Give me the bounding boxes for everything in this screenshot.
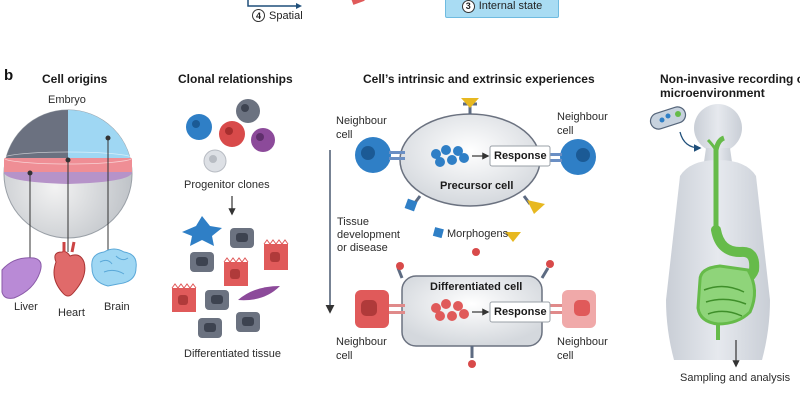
spatial-number: 4: [252, 9, 265, 22]
morphogen-dot-icon: [472, 248, 480, 256]
clonal-relationships-title: Clonal relationships: [178, 72, 293, 86]
title-line-1: Non-invasive recording of: [660, 72, 800, 86]
spatial-legend: 4 Spatial: [252, 9, 303, 22]
neighbour-word: Neighbour: [557, 111, 608, 123]
experiences-title: Cell’s intrinsic and extrinsic experienc…: [363, 72, 595, 86]
neighbour-label-top-left: Neighbour cell: [336, 114, 387, 142]
differentiated-tissue-label: Differentiated tissue: [184, 348, 282, 360]
tissue-line-3: or disease: [337, 242, 388, 254]
bacterium-icon: [649, 106, 687, 130]
morphogens-label: Morphogens: [447, 228, 509, 240]
neighbour-word: Neighbour: [336, 115, 387, 127]
tissue-line-1: Tissue: [337, 216, 369, 228]
morphogen-triangle-icon: [505, 232, 521, 242]
differentiated-tissue-cells: [171, 216, 289, 338]
neighbour-cell-top-left: [355, 137, 405, 173]
cell-word: cell: [557, 125, 574, 137]
non-invasive-title: Non-invasive recording of microenvironme…: [660, 72, 800, 100]
neighbour-label-bottom-right: Neighbour cell: [557, 335, 608, 363]
title-line-2: microenvironment: [660, 86, 765, 100]
neighbour-cell-bottom-left: [355, 290, 405, 328]
morphogen-square-icon: [432, 227, 444, 239]
response-box-bottom: [489, 301, 551, 323]
response-top-label: Response: [494, 150, 547, 162]
internal-state-label: Internal state: [478, 0, 543, 12]
progenitor-clones: [186, 99, 275, 173]
internal-state-number: 3: [461, 0, 475, 13]
embryo-label: Embryo: [48, 94, 86, 106]
heart-icon: [53, 241, 86, 297]
neighbour-cell-bottom-right: [542, 290, 596, 328]
response-box-top: [489, 145, 551, 167]
cell-origins-title: Cell origins: [42, 72, 108, 86]
liver-label: Liver: [14, 301, 38, 313]
organ-pointers: [27, 135, 111, 258]
precursor-cell-label: Precursor cell: [440, 180, 514, 192]
digestive-tract-icon: [696, 135, 760, 340]
neighbour-label-bottom-left: Neighbour cell: [336, 335, 387, 363]
precursor-signals: [431, 145, 469, 167]
brain-icon: [91, 248, 137, 287]
cell-word: cell: [336, 350, 353, 362]
tissue-development-label: Tissue development or disease: [337, 216, 400, 255]
liver-icon: [1, 257, 42, 299]
sampling-label: Sampling and analysis: [680, 372, 791, 384]
spatial-connector: [247, 0, 300, 7]
cell-word: cell: [557, 350, 574, 362]
cell-word: cell: [336, 129, 353, 141]
red-fragment: [350, 0, 365, 5]
tissue-line-2: development: [337, 229, 400, 241]
neighbour-label-top-right: Neighbour cell: [557, 110, 608, 138]
differentiated-signals: [431, 299, 469, 321]
neighbour-word: Neighbour: [336, 336, 387, 348]
spatial-label: Spatial: [269, 9, 303, 22]
brain-label: Brain: [104, 301, 130, 313]
internal-state-box: 3 Internal state: [445, 0, 559, 18]
progenitor-clones-label: Progenitor clones: [184, 179, 270, 191]
heart-label: Heart: [58, 307, 85, 319]
neighbour-cell-top-right: [540, 139, 596, 175]
panel-label: b: [4, 67, 14, 84]
neighbour-word: Neighbour: [557, 336, 608, 348]
response-bottom-label: Response: [494, 306, 547, 318]
differentiated-cell-label: Differentiated cell: [430, 281, 523, 293]
